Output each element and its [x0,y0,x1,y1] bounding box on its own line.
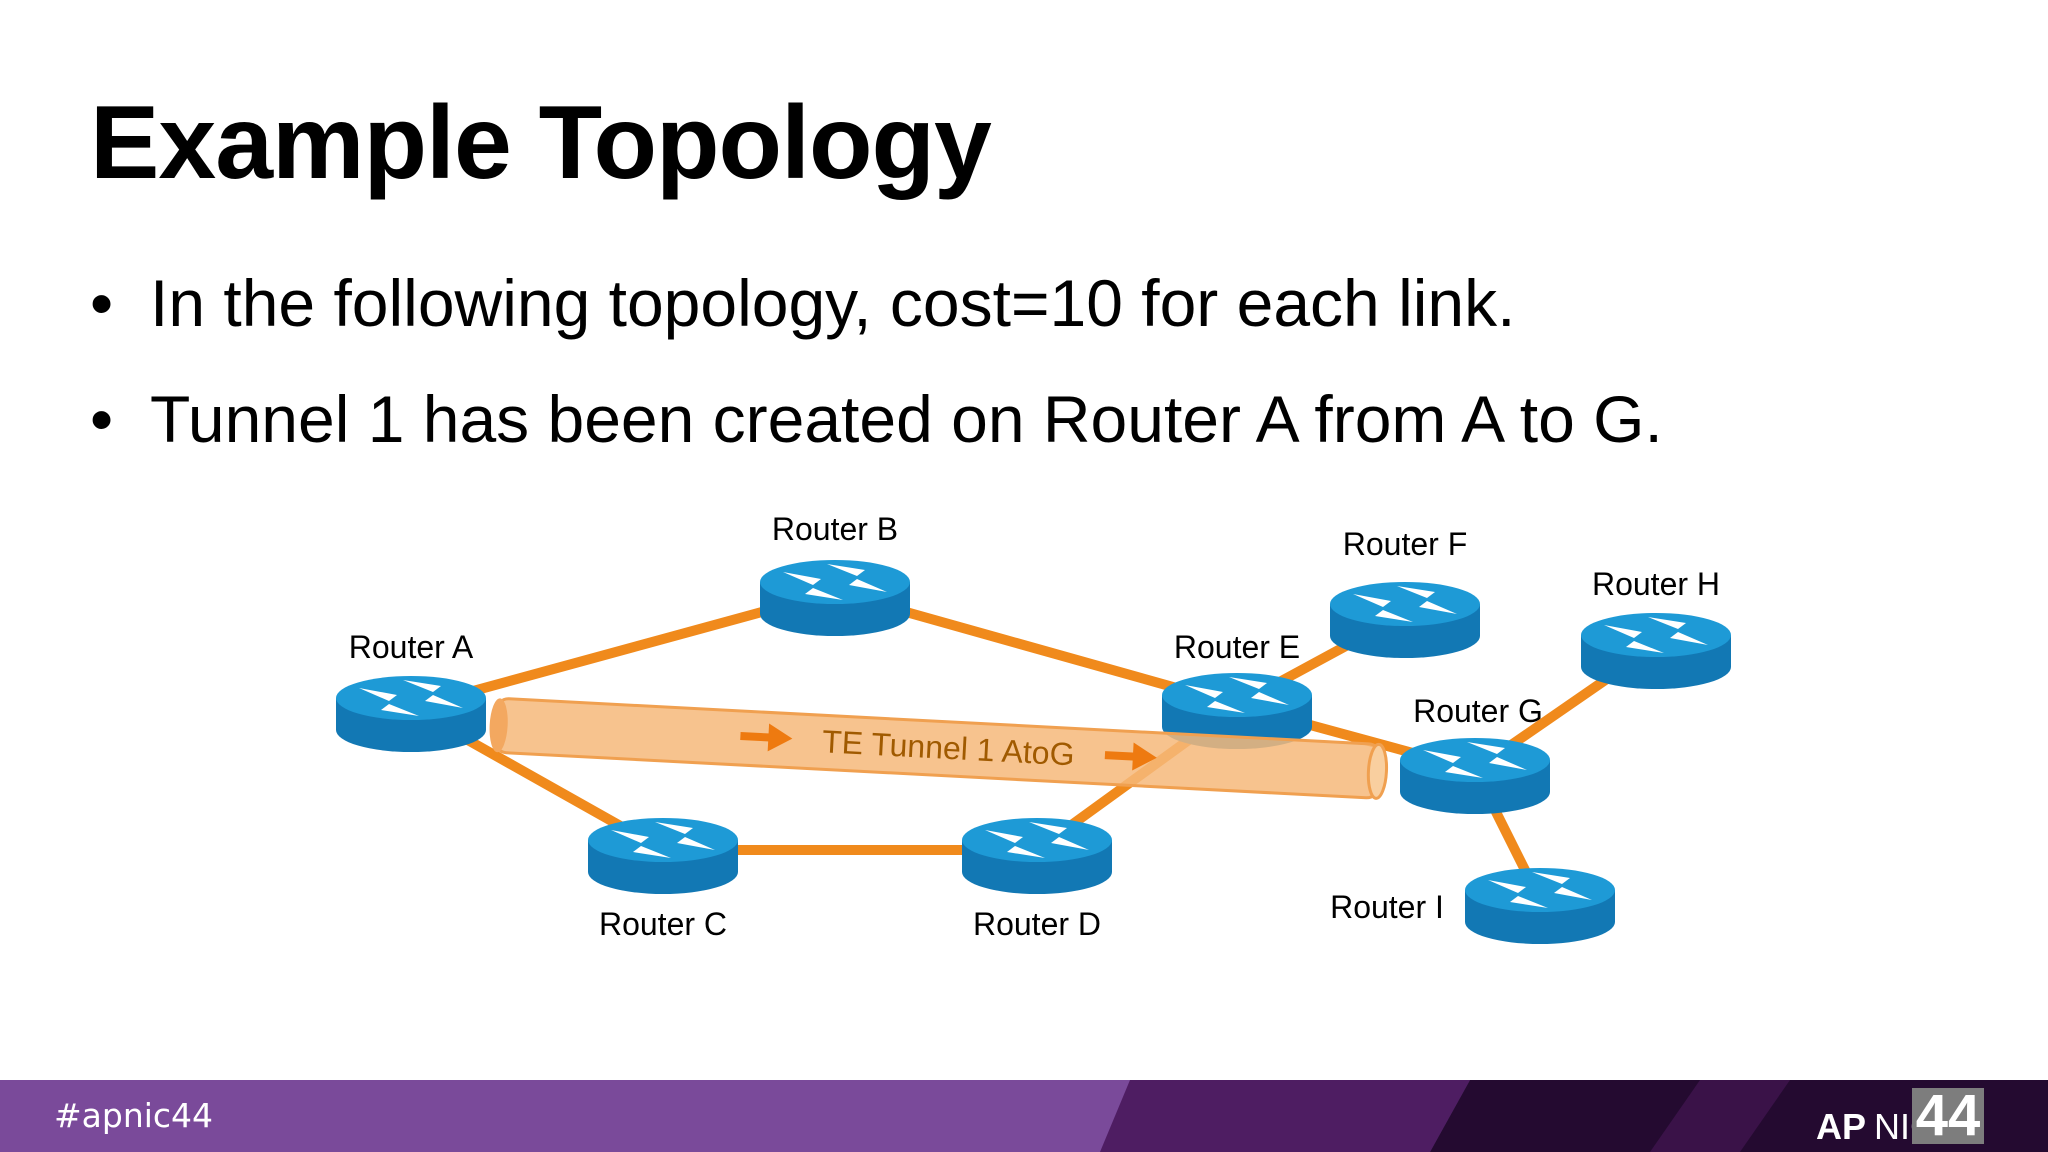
tunnel-arrow-right-icon [1104,742,1157,771]
router-icon [760,560,910,636]
tunnel-arrow-left-icon [740,723,793,752]
router-label: Router D [973,906,1101,942]
routers-layer: Router A Router B Router C Router D Router E… [336,511,1731,944]
router-label: Router E [1174,629,1300,665]
router-f: Router F [1330,526,1480,658]
router-icon [1330,582,1480,658]
router-e: Router E [1162,629,1312,749]
router-c: Router C [588,818,738,942]
te-tunnel: TE Tunnel 1 AtoG [489,697,1389,800]
router-label: Router H [1592,566,1720,602]
bullet-text: In the following topology, cost=10 for e… [150,266,1516,340]
tunnel-end [1366,742,1389,800]
logo-number: 44 [1912,1087,1984,1145]
logo-ap: AP [1816,1106,1867,1147]
router-label: Router A [349,629,474,665]
router-a: Router A [336,629,486,752]
router-icon [588,818,738,894]
bullet-item: •Tunnel 1 has been created on Router A f… [90,386,1663,452]
slide-title: Example Topology [90,85,992,201]
footer-background [0,1080,2048,1152]
bullet-list: •In the following topology, cost=10 for … [90,270,1663,502]
bullet-text: Tunnel 1 has been created on Router A fr… [150,382,1663,456]
router-icon [1581,613,1731,689]
router-icon [1400,738,1550,814]
bullet-dot: • [90,266,114,340]
tunnel-start [489,698,508,753]
router-label: Router C [599,906,727,942]
router-label: Router G [1413,693,1543,729]
footer-bar: #apnic44 AP NIC 44 [0,1080,2048,1152]
hashtag: #apnic44 [54,1096,214,1135]
router-icon [336,676,486,752]
topology-diagram: Router A Router B Router C Router D Router E… [336,511,1731,944]
bullet-item: •In the following topology, cost=10 for … [90,270,1663,336]
router-icon [962,818,1112,894]
bullet-dot: • [90,382,114,456]
router-h: Router H [1581,566,1731,689]
router-label: Router B [772,511,898,547]
router-label: Router F [1343,526,1467,562]
router-b: Router B [760,511,910,636]
router-label: Router I [1330,889,1444,925]
tunnel-layer: TE Tunnel 1 AtoG [489,697,1389,800]
router-i: Router I [1330,868,1615,944]
router-icon [1465,868,1615,944]
router-g: Router G [1400,693,1550,814]
router-d: Router D [962,818,1112,942]
